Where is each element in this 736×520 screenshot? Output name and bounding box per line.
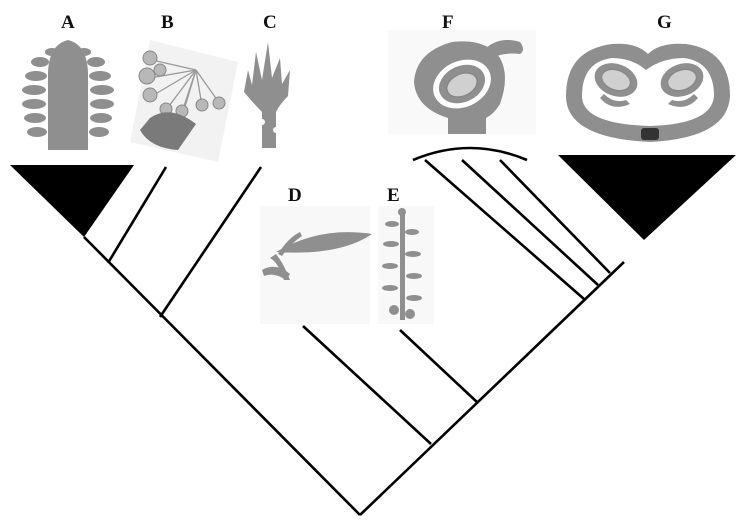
label-A: A bbox=[61, 12, 75, 33]
angiosperm-ovule-section-icon bbox=[388, 30, 536, 134]
branch-F-1 bbox=[425, 160, 584, 299]
conifer-bract-scale-icon bbox=[244, 42, 290, 148]
label-E: E bbox=[387, 185, 400, 206]
tree-branches bbox=[84, 148, 624, 515]
label-B: B bbox=[161, 12, 174, 33]
label-G: G bbox=[657, 12, 672, 33]
ginkgo-ovulate-stalk-icon bbox=[130, 40, 238, 162]
chalaza-mark bbox=[641, 128, 659, 140]
branched-axis-icon bbox=[378, 206, 434, 324]
branch-C bbox=[160, 167, 261, 317]
label-D: D bbox=[288, 185, 302, 206]
label-F: F bbox=[442, 12, 454, 33]
branch-DE-stem bbox=[303, 326, 431, 444]
leaf-with-ovule-icon bbox=[260, 206, 372, 324]
clade-triangle-G bbox=[558, 155, 736, 240]
branch-F-2 bbox=[462, 160, 598, 285]
branch-E bbox=[400, 330, 478, 403]
label-C: C bbox=[263, 12, 277, 33]
cone-strobilus-icon bbox=[22, 40, 114, 150]
clade-bracket-F bbox=[413, 148, 527, 160]
clade-triangle-A bbox=[10, 165, 134, 237]
bitegmic-ovule-section-icon bbox=[566, 44, 730, 142]
